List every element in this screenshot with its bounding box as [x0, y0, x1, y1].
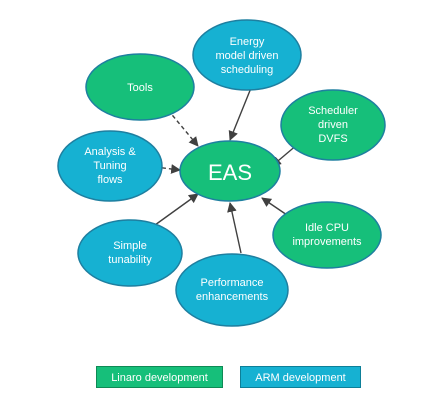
analysis-tuning-node: Analysis & Tuning flows: [57, 130, 163, 202]
performance-node: Performance enhancements: [175, 253, 289, 327]
idle-cpu-line-2: improvements: [292, 236, 362, 248]
legend-arm: ARM development: [240, 366, 361, 388]
eas-center-node: EAS: [179, 140, 281, 202]
energy-model-node: Energy model driven scheduling: [192, 19, 302, 91]
scheduler-line-3: DVFS: [318, 133, 347, 145]
analysis-line-2: Tuning: [93, 160, 126, 172]
arrow-performance-to-eas: [227, 202, 242, 254]
connectors: [154, 87, 299, 254]
tools-line-1: Tools: [127, 82, 153, 94]
arrow-energy-to-eas: [228, 87, 252, 141]
performance-line-1: Performance: [201, 277, 264, 289]
simple-line-2: tunability: [108, 254, 152, 266]
energy-model-line-2: model driven: [216, 50, 279, 62]
performance-line-2: enhancements: [196, 291, 269, 303]
energy-model-line-1: Energy: [230, 36, 265, 48]
scheduler-dvfs-node: Scheduler driven DVFS: [280, 89, 386, 161]
idle-cpu-node: Idle CPU improvements: [272, 201, 382, 269]
simple-line-1: Simple: [113, 240, 147, 252]
scheduler-line-1: Scheduler: [308, 105, 358, 117]
eas-center-label: EAS: [208, 160, 252, 185]
scheduler-line-2: driven: [318, 119, 348, 131]
analysis-line-3: flows: [97, 174, 123, 186]
analysis-line-1: Analysis &: [84, 146, 136, 158]
idle-cpu-line-1: Idle CPU: [305, 222, 349, 234]
tools-node: Tools: [85, 53, 195, 121]
arrow-simple-to-eas: [154, 193, 199, 226]
arrow-idle-to-eas: [261, 197, 288, 216]
simple-tunability-node: Simple tunability: [77, 219, 183, 287]
legend-linaro: Linaro development: [96, 366, 223, 388]
arrow-tools-to-eas: [167, 109, 199, 147]
energy-model-line-3: scheduling: [221, 64, 274, 76]
